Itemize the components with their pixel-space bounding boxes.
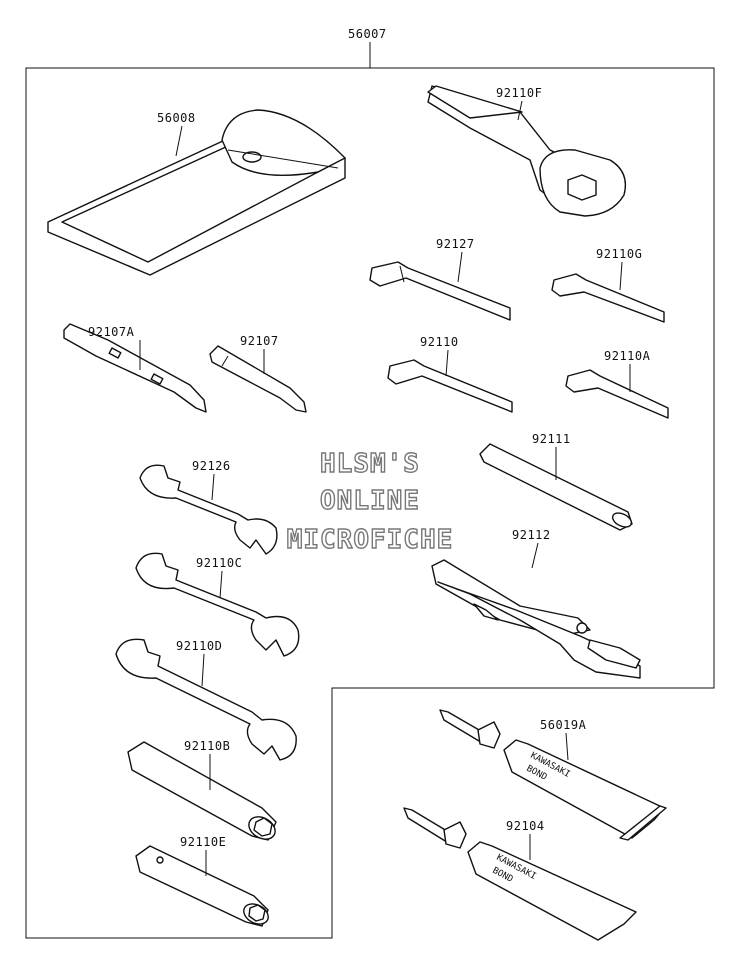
part-92110-hex-key[interactable] [387,359,513,413]
part-92110F-box-wrench[interactable] [427,85,627,217]
leader-56008 [175,125,183,157]
label-92104: 92104 [506,819,545,833]
label-56019A: 56019A [540,718,587,732]
watermark-line-2: ONLINE [320,486,420,516]
leader-92110F [517,100,523,121]
label-92110F: 92110F [496,86,542,100]
leader-92110G [619,261,623,291]
label-92107A: 92107A [88,325,135,339]
part-92110G-hex-key[interactable] [551,273,665,323]
leader-56019A [565,732,569,761]
part-56008-tool-pouch[interactable] [47,109,346,276]
assembly-border [25,67,715,939]
part-92107-screwdriver-bit[interactable] [209,345,307,413]
label-92110: 92110 [420,335,459,349]
part-92127-hex-key[interactable] [369,261,511,321]
part-56019A-bond-tube[interactable]: KAWASAKI BOND [439,709,667,841]
label-92127: 92127 [436,237,475,251]
part-92110E-socket-wrench[interactable] [135,845,272,928]
label-92110G: 92110G [596,247,642,261]
part-92110B-socket-wrench[interactable] [127,741,279,844]
watermark-line-3: MICROFICHE [287,525,454,555]
label-92111: 92111 [532,432,571,446]
label-92110D: 92110D [176,639,222,653]
label-92107: 92107 [240,334,279,348]
label-56008: 56008 [157,111,196,125]
part-92107A-screwdriver-bit[interactable] [63,323,207,413]
label-92110A: 92110A [604,349,651,363]
leader-92110 [445,349,449,377]
part-92126-open-wrench[interactable] [139,464,278,555]
label-92110B: 92110B [184,739,230,753]
leader-92112 [531,542,539,569]
label-92112: 92112 [512,528,551,542]
watermark: HLSM'S ONLINE MICROFICHE [286,448,454,555]
label-92126: 92126 [192,459,231,473]
part-92112-pliers[interactable] [431,559,641,679]
label-56007: 56007 [348,27,387,41]
part-92110A-hex-key[interactable] [565,369,669,419]
leader-92126 [211,473,215,501]
watermark-line-1: HLSM'S [320,449,420,479]
part-92110D-open-wrench[interactable] [115,638,297,761]
leader-92127 [457,251,463,283]
label-92110E: 92110E [180,835,226,849]
part-92111-handle-bar[interactable] [479,443,634,531]
leader-92110C [219,570,223,599]
label-92110C: 92110C [196,556,242,570]
part-92110C-open-wrench[interactable] [135,552,300,657]
leader-92110D [201,653,205,687]
